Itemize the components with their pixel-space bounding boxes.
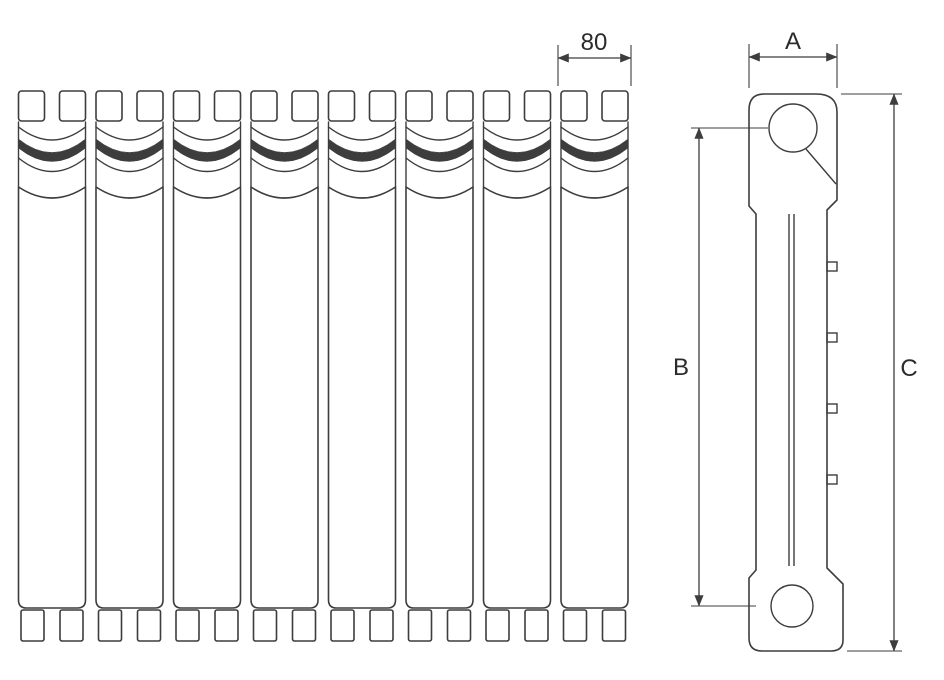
dimension-label-B: B (673, 354, 689, 381)
right-edge-ribs (826, 261, 838, 485)
radiator-section (405, 90, 474, 642)
dimension-label-A: A (785, 28, 801, 55)
rib-mark (826, 332, 838, 343)
radiator-section (172, 90, 242, 642)
side-view (748, 93, 844, 652)
radiator-section (482, 90, 552, 642)
dimension-label-C: C (900, 355, 917, 382)
top-chamfer-line (805, 148, 837, 185)
bottom-connection-hole (770, 584, 814, 628)
column-center-lines (788, 214, 795, 566)
extension-lines (748, 44, 838, 88)
radiator-section (560, 90, 629, 642)
radiator-section (327, 90, 397, 642)
dimension-overall-height-C: C (841, 93, 918, 652)
rib-mark (826, 474, 838, 485)
radiator-section (250, 90, 319, 642)
extension-lines (841, 93, 902, 652)
top-connection-hole (768, 103, 818, 153)
dimension-label-80: 80 (581, 29, 608, 56)
dimension-section-width: 80 (557, 29, 632, 86)
side-profile-outline (748, 93, 844, 652)
rib-mark (826, 261, 838, 272)
extension-lines (557, 45, 632, 86)
dimension-axis-height-B: B (673, 127, 768, 607)
radiator-section (17, 90, 87, 642)
radiator-section (95, 90, 164, 642)
front-view (17, 90, 629, 642)
dimension-depth-A: A (748, 28, 838, 88)
rib-mark (826, 403, 838, 414)
